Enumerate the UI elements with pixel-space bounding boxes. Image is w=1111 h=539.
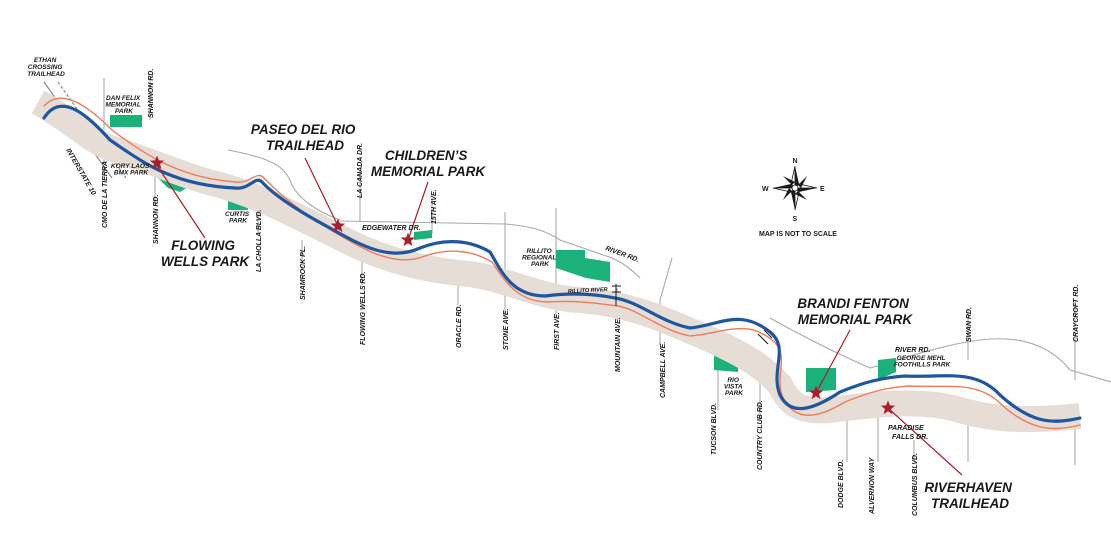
- street-shannon-south: SHANNON RD.: [153, 195, 160, 244]
- trailhead-stars: [149, 155, 896, 415]
- road-river-east: [769, 317, 1111, 383]
- feature-brandi-fenton: BRANDI FENTON MEMORIAL PARK: [797, 296, 913, 327]
- park-label-kory-laos: KORY LAOS BMX PARK: [111, 163, 151, 177]
- street-river-east: RIVER RD.: [895, 347, 930, 354]
- street-alvernon: ALVERNON WAY: [869, 456, 876, 515]
- leader-riverhaven: [887, 407, 963, 476]
- star-riverhaven: [880, 400, 896, 415]
- compass-w-label: W: [762, 186, 769, 193]
- bridge-mountain: [612, 284, 621, 306]
- leader-childrens: [407, 181, 429, 241]
- street-swan: SWAN RD.: [966, 307, 973, 342]
- bridge-markers: [612, 284, 773, 345]
- scale-note: MAP IS NOT TO SCALE: [759, 231, 837, 238]
- leader-paseo: [304, 157, 339, 227]
- feature-ethan-crossing: ETHAN CROSSING TRAILHEAD: [27, 57, 65, 78]
- rillito-river-line: [42, 104, 1082, 423]
- river-corridor: [31, 90, 1082, 433]
- compass-rose: N S E W: [762, 158, 825, 223]
- street-columbus: COLUMBUS BLVD.: [912, 453, 919, 516]
- street-first: FIRST AVE.: [554, 312, 561, 350]
- street-river-west: RIVER RD.: [604, 245, 640, 264]
- star-paseo: [330, 218, 346, 233]
- park-brandi-fenton: [806, 368, 836, 392]
- street-stone: STONE AVE.: [503, 308, 510, 350]
- leader-brandi: [815, 329, 851, 394]
- street-craycroft: CRAYCROFT RD.: [1073, 285, 1080, 342]
- park-label-rillito-regional: RILLITO REGIONAL PARK: [522, 248, 558, 268]
- park-childrens: [414, 230, 432, 240]
- park-label-dan-felix: DAN FELIX MEMORIAL PARK: [105, 95, 142, 115]
- feature-riverhaven: RIVERHAVEN TRAILHEAD: [924, 480, 1015, 511]
- street-paradise-falls: PARADISE FALLS DR.: [888, 425, 928, 441]
- park-label-rio-vista: RIO VISTA PARK: [724, 377, 744, 397]
- paved-path: [43, 97, 1081, 430]
- street-mountain: MOUNTAIN AVE.: [615, 317, 622, 372]
- park-george-mehl: [878, 358, 896, 380]
- leader-flowing-wells: [155, 163, 206, 239]
- bridge-country-club: [757, 329, 773, 345]
- street-campbell: CAMPBELL AVE.: [660, 342, 667, 398]
- road-northwest-curve: [227, 149, 341, 221]
- street-edgewater: EDGEWATER DR.: [362, 225, 421, 232]
- street-15th: 15TH AVE.: [431, 189, 438, 224]
- park-dan-felix: [110, 115, 142, 127]
- street-dodge: DODGE BLVD.: [838, 460, 845, 508]
- street-tucson: TUCSON BLVD.: [711, 403, 718, 455]
- star-brandi: [808, 385, 824, 400]
- street-interstate-10: INTERSTATE 10: [64, 148, 96, 197]
- park-label-curtis: CURTIS PARK: [225, 211, 251, 225]
- compass-n-label: N: [793, 158, 798, 165]
- leader-lines: [155, 157, 963, 476]
- street-rillito-river: RILLITO RIVER: [568, 287, 608, 295]
- street-country-club: COUNTRY CLUB RD.: [757, 400, 764, 470]
- street-cmo-de-la-tierra: CMO DE LA TIERRA: [102, 161, 109, 228]
- street-shannon-north: SHANNON RD.: [148, 69, 155, 118]
- feature-flowing-wells-park: FLOWING WELLS PARK: [161, 238, 250, 269]
- street-oracle: ORACLE RD.: [456, 304, 463, 348]
- park-label-george-mehl: GEORGE MEHL FOOTHILLS PARK: [894, 355, 952, 369]
- street-la-cholla: LA CHOLLA BLVD.: [256, 209, 263, 272]
- compass-e-label: E: [820, 186, 825, 193]
- street-flowing-wells: FLOWING WELLS RD.: [360, 271, 367, 345]
- star-flowing-wells: [149, 155, 165, 170]
- river-group: [31, 90, 1082, 433]
- compass-s-label: S: [793, 216, 798, 223]
- feature-childrens-memorial: CHILDREN’S MEMORIAL PARK: [371, 148, 486, 179]
- street-la-canada: LA CANADA DR.: [357, 143, 364, 198]
- park-rillito-regional: [556, 250, 610, 282]
- feature-paseo-del-rio: PASEO DEL RIO TRAILHEAD: [251, 122, 359, 153]
- star-childrens: [400, 232, 416, 247]
- street-shamrock: SHAMROCK PL.: [300, 246, 307, 300]
- road-edgewater: [339, 220, 641, 279]
